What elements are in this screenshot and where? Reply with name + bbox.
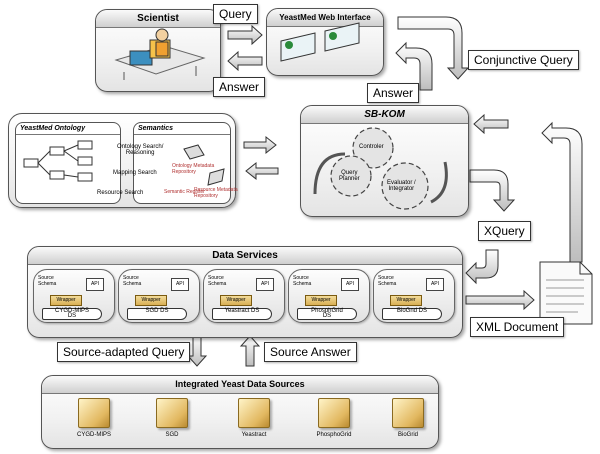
ontology-search-label: Ontology Search/ Reasoning (117, 144, 164, 156)
xml-to-sbkom-arrow (473, 113, 509, 135)
sbkom-title: SB-KOM (301, 106, 468, 124)
sources-panel: Integrated Yeast Data Sources CYGD-MIPS S… (41, 375, 439, 449)
database-icon (238, 398, 270, 428)
answer-arrow-right (395, 41, 433, 91)
data-source-label: BioGrid (397, 432, 418, 438)
answer-label-left: Answer (213, 77, 266, 97)
data-source-label: SGD (165, 432, 179, 438)
api-box: API (171, 278, 189, 291)
data-service-tag: PhosphGrid DS (297, 308, 357, 320)
services-to-doc-arrow (465, 289, 535, 311)
data-services-title: Data Services (28, 247, 462, 265)
evaluator-integrator-label: Evaluator / Integrator (387, 180, 416, 192)
xquery-to-doc-arrow (465, 249, 499, 285)
source-schema-label: Source Schema (378, 275, 397, 287)
web-interface-panel: YeastMed Web Interface (266, 8, 384, 76)
source-answer-arrow (239, 335, 261, 367)
xml-return-arrow (541, 121, 583, 263)
scientist-icon (114, 28, 206, 80)
controller-label: Controler (359, 144, 384, 150)
scientist-title: Scientist (96, 10, 220, 28)
wrapper-box: Wrapper (50, 295, 82, 306)
query-planner-label: Query Planner (339, 170, 360, 182)
sbkom-gears-icon (313, 127, 448, 210)
database-icon (156, 398, 188, 428)
api-box: API (86, 278, 104, 291)
semantics-repo-icons (183, 144, 225, 186)
semantic-register: Semantic Register (164, 189, 205, 195)
data-service-tag: CYGD-MIPS DS (42, 308, 102, 320)
data-source-label: Yeastract (241, 432, 267, 438)
mapping-search-label: Mapping Search (113, 170, 157, 176)
resource-metadata-repo: Resource Metadata Repository (194, 187, 238, 199)
source-schema-label: Source Schema (38, 275, 57, 287)
source-answer-label: Source Answer (264, 342, 357, 362)
api-box: API (426, 278, 444, 291)
sbkom-panel: SB-KOM Controler Query Planner Evaluator… (300, 105, 469, 217)
semantics-inner: Semantics Ontology Metadata Repository S… (133, 122, 238, 204)
answer-label-right: Answer (367, 83, 420, 103)
web-screens-icon (280, 22, 360, 62)
sbkom-to-ontology-arrow (245, 161, 279, 181)
xml-document-icon (539, 261, 593, 325)
sources-title: Integrated Yeast Data Sources (42, 376, 438, 394)
wrapper-box: Wrapper (305, 295, 337, 306)
web-interface-title: YeastMed Web Interface (267, 9, 383, 27)
source-schema-label: Source Schema (123, 275, 142, 287)
conjunctive-query-arrow (397, 16, 470, 80)
ontology-metadata-repo: Ontology Metadata Repository (172, 163, 215, 175)
source-adapted-query-label: Source-adapted Query (57, 342, 191, 362)
ontology-inner: YeastMed Ontology (15, 122, 121, 204)
data-source-label: CYGD-MIPS (76, 432, 111, 438)
wrapper-box: Wrapper (220, 295, 252, 306)
data-service-tag: Yeastract DS (212, 308, 272, 320)
ontology-title: YeastMed Ontology (16, 123, 120, 135)
source-adapted-query-arrow (186, 335, 208, 367)
ontology-graph-icon (23, 140, 93, 182)
wrapper-box: Wrapper (390, 295, 422, 306)
data-service-tag: SGD DS (127, 308, 187, 320)
query-arrow (227, 24, 263, 46)
conjunctive-query-label: Conjunctive Query (468, 50, 579, 70)
database-icon (318, 398, 350, 428)
resource-search-label: Resource Search (97, 190, 144, 196)
answer-arrow-left (227, 50, 263, 72)
database-icon (392, 398, 424, 428)
data-source-label: PhosphoGrid (316, 432, 352, 438)
xquery-arrow (469, 169, 516, 212)
api-box: API (256, 278, 274, 291)
xquery-label: XQuery (478, 221, 531, 241)
source-schema-label: Source Schema (208, 275, 227, 287)
wrapper-box: Wrapper (135, 295, 167, 306)
api-box: API (341, 278, 359, 291)
database-icon (78, 398, 110, 428)
xml-document-label: XML Document (470, 317, 565, 337)
query-label: Query (213, 4, 258, 24)
ontology-panel: YeastMed Ontology Semantics Ontology Met… (8, 113, 238, 208)
scientist-panel: Scientist (95, 9, 221, 92)
ontology-to-sbkom-arrow (243, 135, 277, 155)
source-schema-label: Source Schema (293, 275, 312, 287)
data-service-tag: BioGnd DS (382, 308, 442, 320)
semantics-title: Semantics (134, 123, 230, 135)
